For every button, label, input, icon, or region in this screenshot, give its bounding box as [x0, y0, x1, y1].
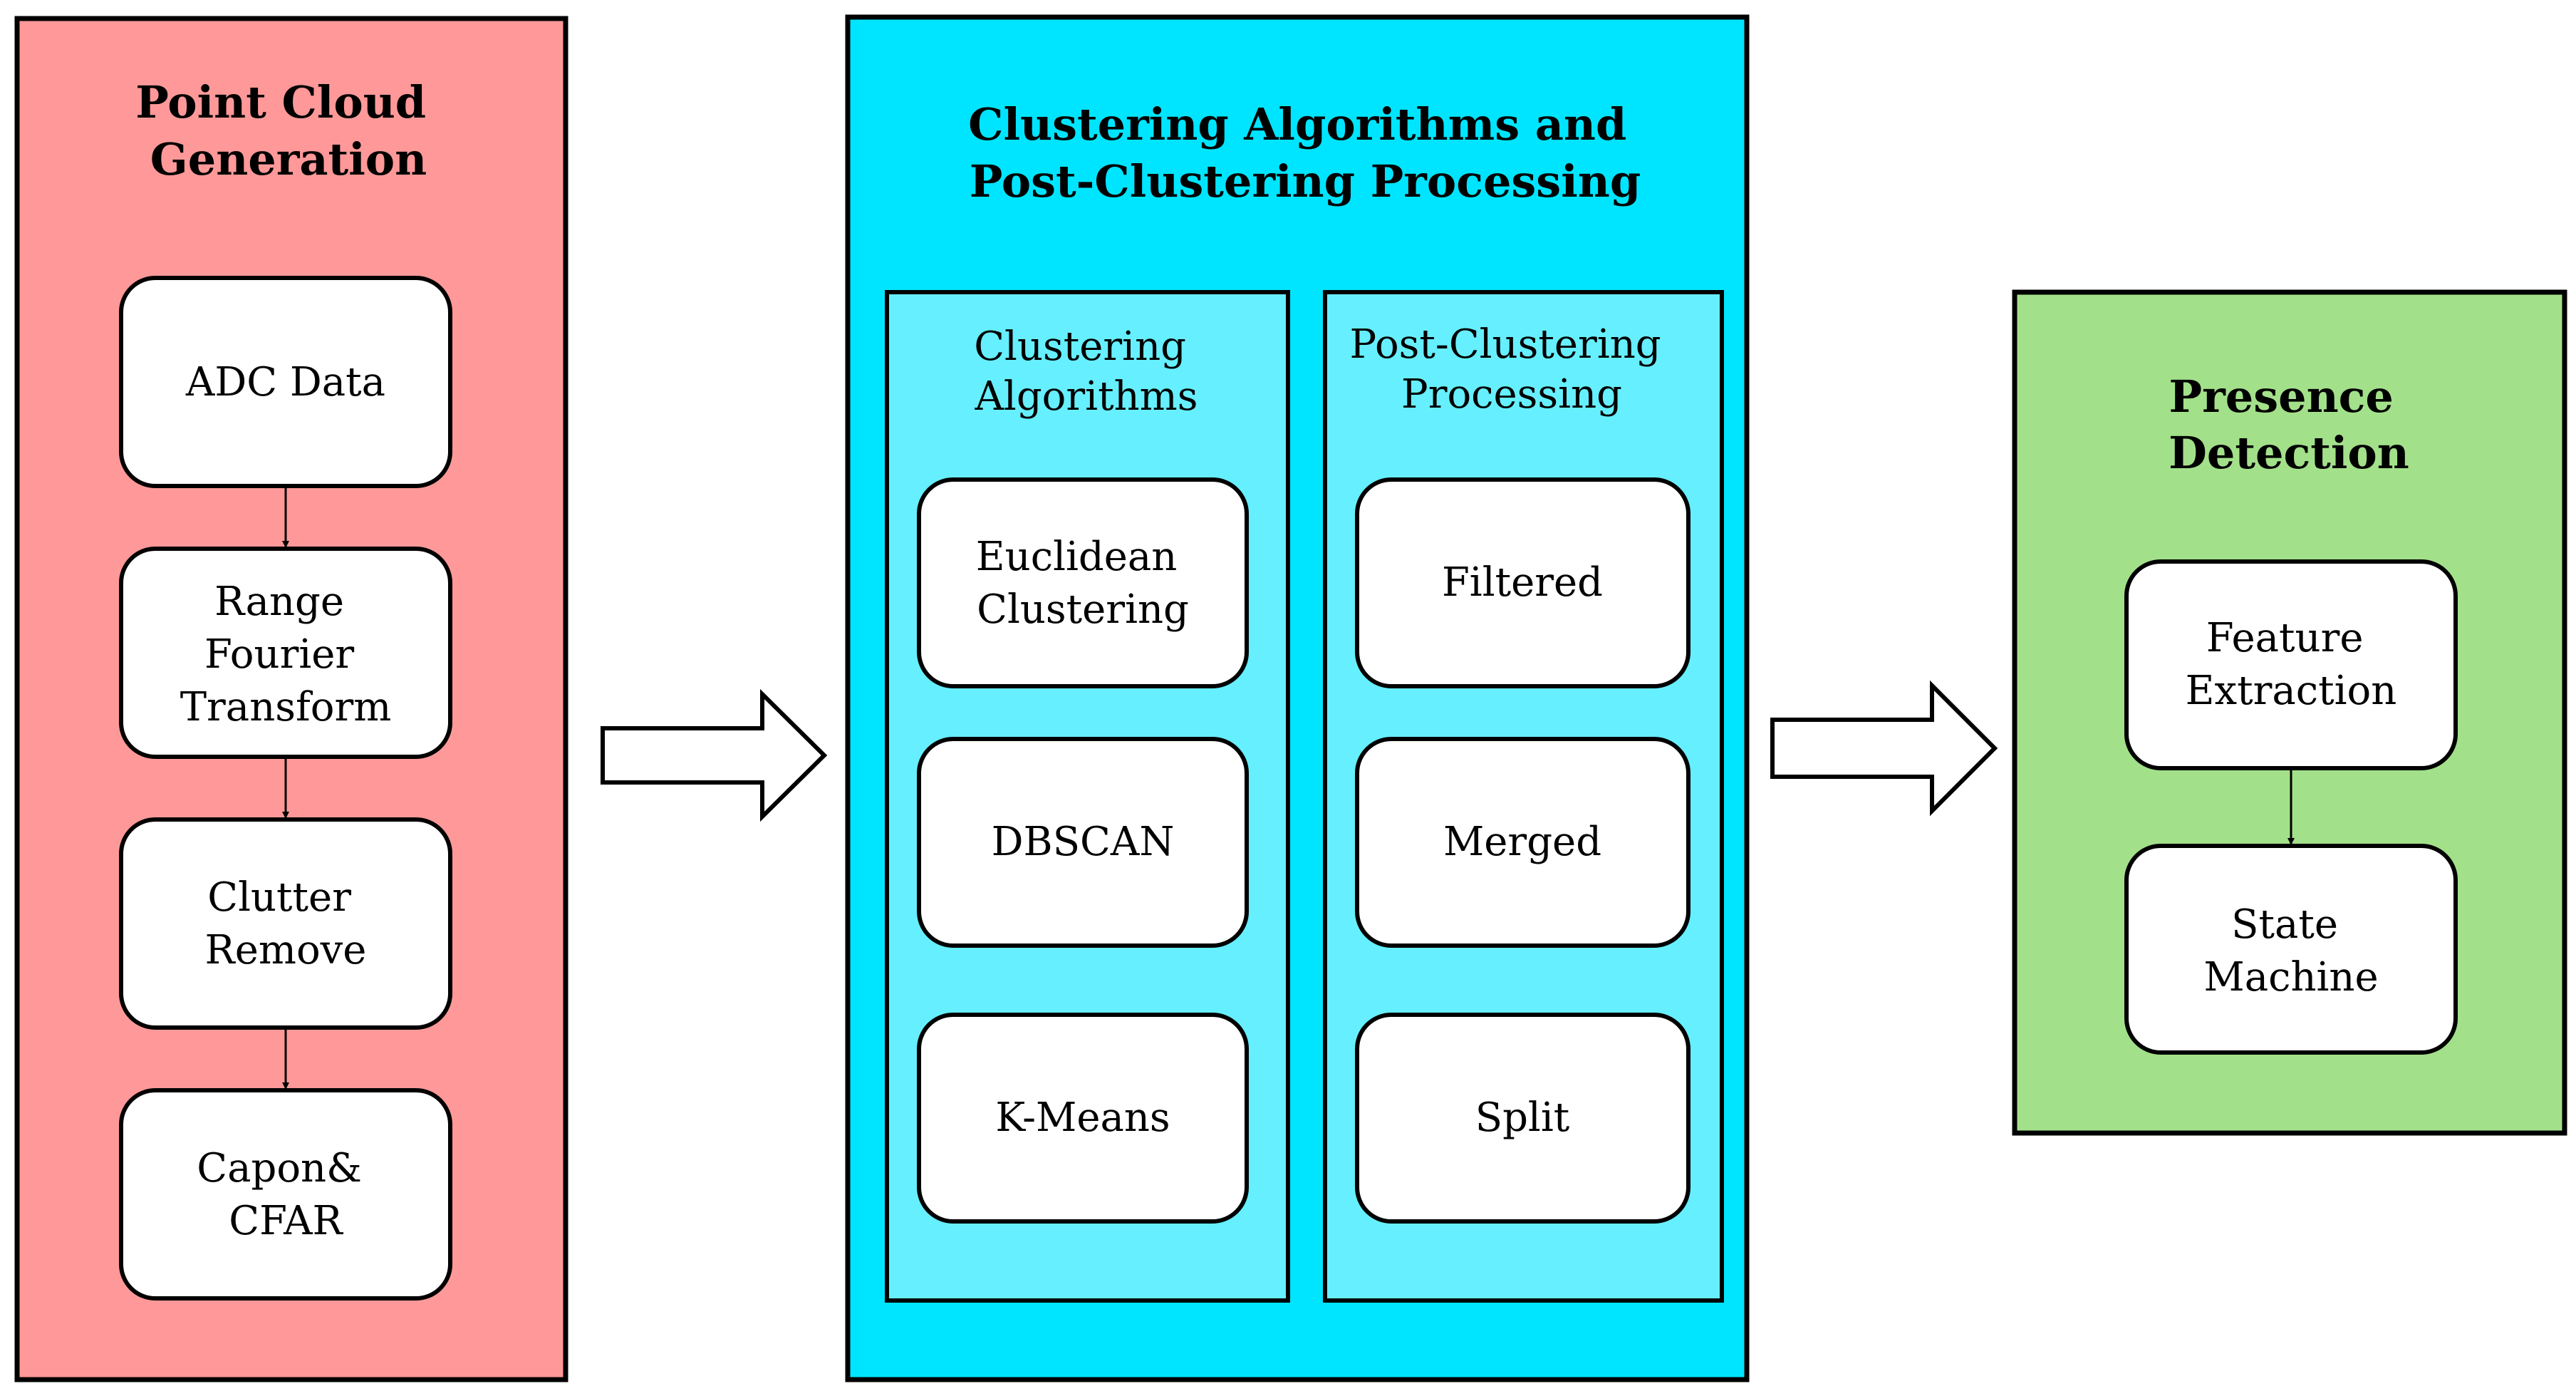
node-split: Split — [1355, 1013, 1690, 1224]
node-filtered: Filtered — [1355, 477, 1690, 688]
svg-text:K-Means: K-Means — [995, 1095, 1170, 1141]
post-clustering-subpanel: Post-Clustering Processing Filtered Merg… — [1323, 290, 1724, 1303]
post-clustering-title: Post-Clustering Processing — [1350, 321, 1674, 418]
clustering-panel: Clustering Algorithms and Post-Clusterin… — [845, 14, 1750, 1382]
svg-text:Range Fourier: Range Fourier Transform — [180, 579, 392, 730]
svg-text:Merged: Merged — [1443, 819, 1601, 865]
svg-text:Filtered: Filtered — [1442, 559, 1603, 606]
node-feature-extraction: Feature Extraction — [2124, 559, 2458, 770]
node-adc-data: ADC Data — [119, 276, 452, 488]
svg-text:Clutter Remove: Clutter Remove — [205, 874, 367, 973]
svg-text:DBSCAN: DBSCAN — [992, 819, 1175, 865]
svg-text:State Machine: State Machine — [2203, 901, 2378, 1001]
node-k-means: K-Means — [917, 1013, 1249, 1224]
hollow-arrow-1 — [601, 688, 828, 822]
node-merged: Merged — [1355, 737, 1690, 948]
node-euclidean-clustering: Euclidean Clustering — [917, 477, 1249, 688]
point-cloud-panel: Point Cloud Generation ADC Data Range Fo… — [14, 16, 568, 1382]
node-dbscan: DBSCAN — [917, 737, 1249, 948]
clustering-title: Clustering Algorithms and Post-Clusterin… — [968, 98, 1642, 207]
clustering-algorithms-subpanel: Clustering Algorithms Euclidean Clusteri… — [885, 290, 1290, 1303]
node-state-machine: State Machine — [2124, 844, 2458, 1055]
hollow-arrow-2 — [1770, 680, 1998, 817]
node-capon-cfar: Capon& CFAR — [119, 1088, 452, 1301]
svg-text:Euclidean Clustering: Euclidean Clustering — [976, 534, 1190, 633]
presence-detection-panel: Presence Detection Feature Extraction St… — [2012, 289, 2567, 1136]
svg-text:ADC Data: ADC Data — [185, 359, 385, 405]
node-clutter-remove: Clutter Remove — [119, 817, 452, 1030]
presence-detection-title: Presence Detection — [2169, 371, 2409, 479]
svg-text:Split: Split — [1475, 1095, 1570, 1141]
svg-text:Feature Extraction: Feature Extraction — [2186, 615, 2397, 714]
clustering-algorithms-title: Clustering Algorithms — [974, 324, 1199, 420]
node-range-fourier-transform: Range Fourier Transform — [119, 547, 452, 759]
svg-text:Capon& CFAR: Capon& CFAR — [197, 1145, 375, 1244]
point-cloud-title: Point Cloud Generation — [135, 76, 441, 185]
